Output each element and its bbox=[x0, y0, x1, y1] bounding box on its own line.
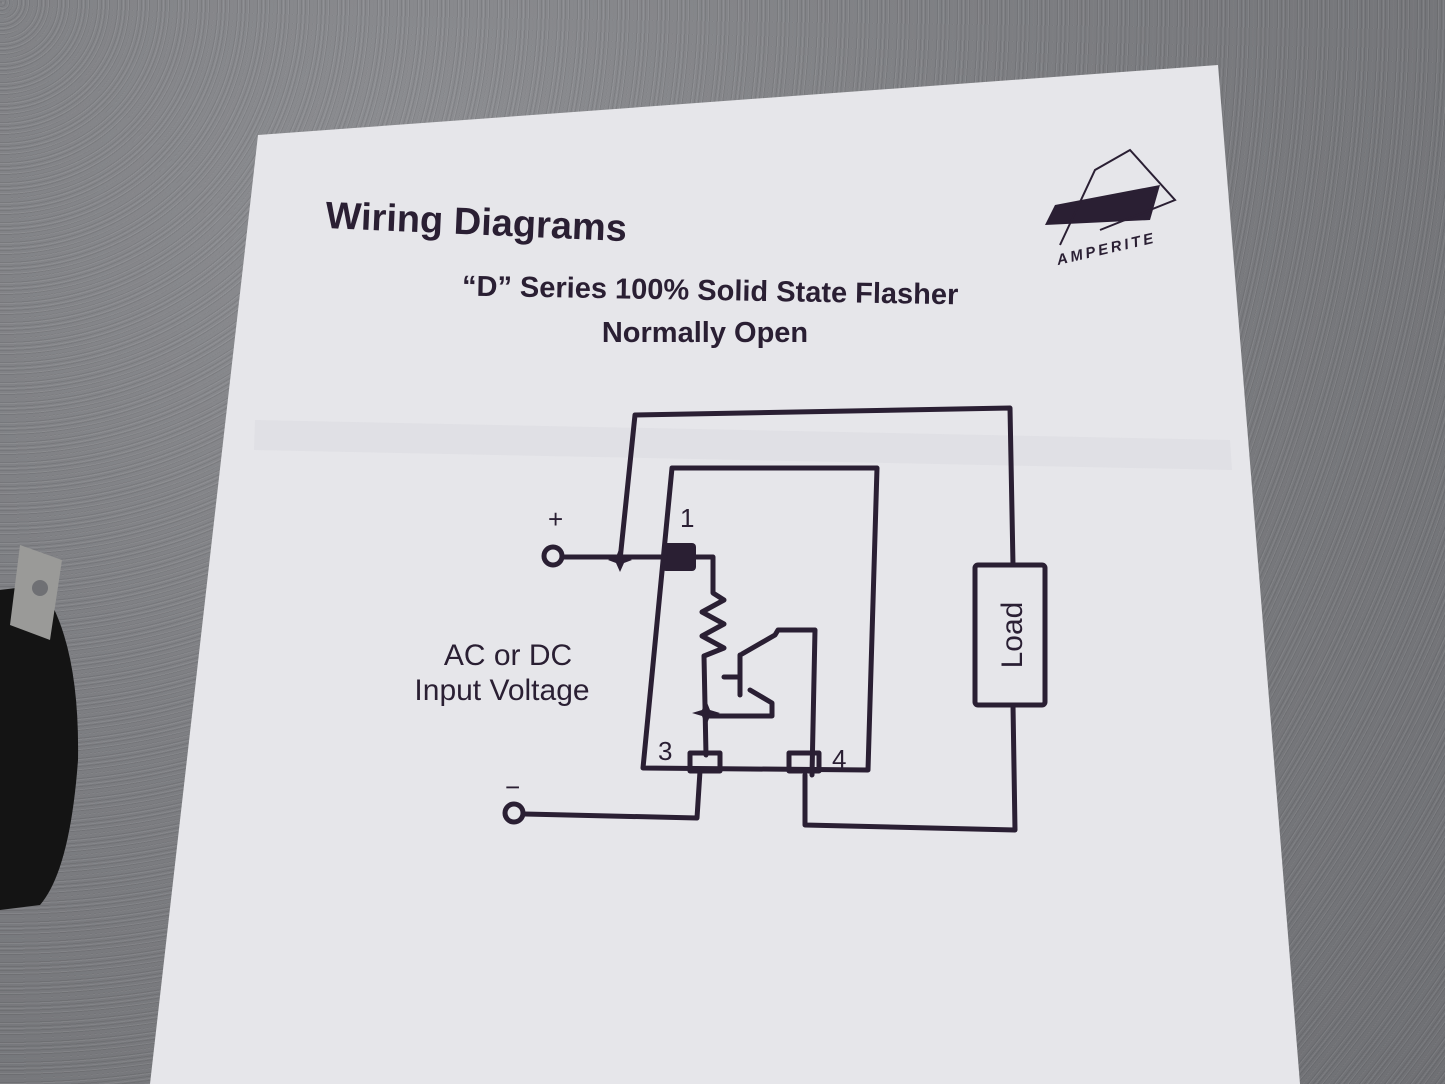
flasher-device bbox=[0, 545, 79, 910]
pin1-terminal bbox=[662, 543, 696, 571]
document-subtitle-mode: Normally Open bbox=[602, 317, 808, 349]
wiring-diagram bbox=[502, 405, 1048, 833]
pin3-label: 3 bbox=[658, 736, 672, 766]
minus-terminal-label: − bbox=[505, 772, 520, 802]
paper-fold-shadow bbox=[254, 420, 1232, 470]
load-box bbox=[972, 562, 1048, 708]
pin1-label: 1 bbox=[680, 503, 694, 533]
input-label-line1: AC or DC bbox=[444, 639, 572, 672]
pin4-label: 4 bbox=[832, 744, 846, 774]
load-label: Load bbox=[996, 602, 1029, 669]
plus-terminal-label: + bbox=[548, 504, 563, 534]
input-label-line2: Input Voltage bbox=[414, 674, 589, 707]
